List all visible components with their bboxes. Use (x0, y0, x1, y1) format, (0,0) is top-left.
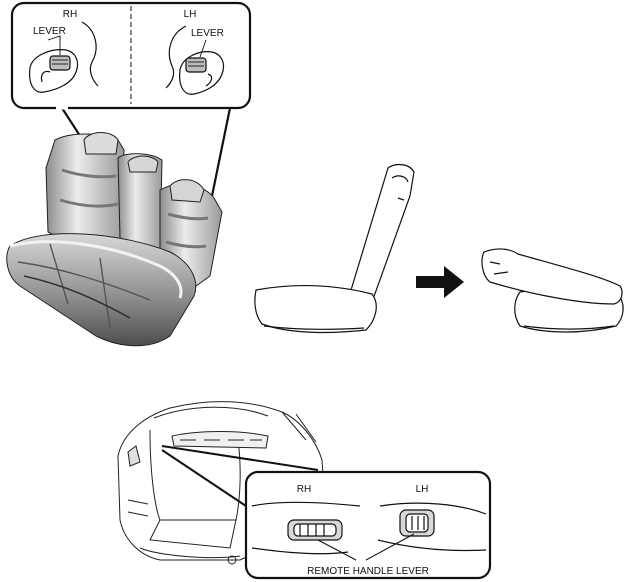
remote-handle-callout: RH LH REMOTE HANDLE LEVER (244, 470, 492, 580)
rear-seat-illustration (6, 132, 223, 347)
side-label-rh-bottom: RH (297, 484, 311, 495)
label-pointer-lh (365, 533, 415, 561)
lever-sketch-rh (29, 21, 99, 93)
leader-line-bottom-low (161, 449, 247, 507)
leader-line-bottom-top (161, 445, 319, 471)
vehicle-rear-icon (117, 401, 327, 565)
headrest-center (127, 155, 159, 173)
headrest-left (83, 132, 119, 155)
arrow-right-icon (416, 266, 464, 298)
label-pointer-rh (317, 539, 357, 561)
seat-cushion (6, 233, 197, 347)
side-label-lh-top: LH (184, 9, 197, 20)
side-label-rh-top: RH (63, 9, 77, 20)
remote-handle-lever-label: REMOTE HANDLE LEVER (307, 566, 429, 577)
upright-cushion (254, 285, 377, 334)
seatback-upright-icon (254, 163, 415, 334)
upright-back (347, 163, 415, 307)
side-label-lh-bottom: LH (416, 484, 429, 495)
remote-handle-lh (377, 502, 487, 552)
leader-line-lh (210, 107, 232, 197)
lever-sketch-lh (165, 25, 225, 95)
lever-callout-top: RH LH LEVER LEVER (10, 1, 252, 197)
folded-back (481, 248, 623, 305)
callout-frame-bottom (244, 470, 492, 580)
seatback-folded-icon (481, 248, 624, 333)
headrest-right (169, 179, 205, 203)
remote-handle-rh (251, 501, 361, 555)
lever-label-rh: LEVER (33, 26, 66, 37)
lever-label-lh: LEVER (191, 28, 224, 39)
